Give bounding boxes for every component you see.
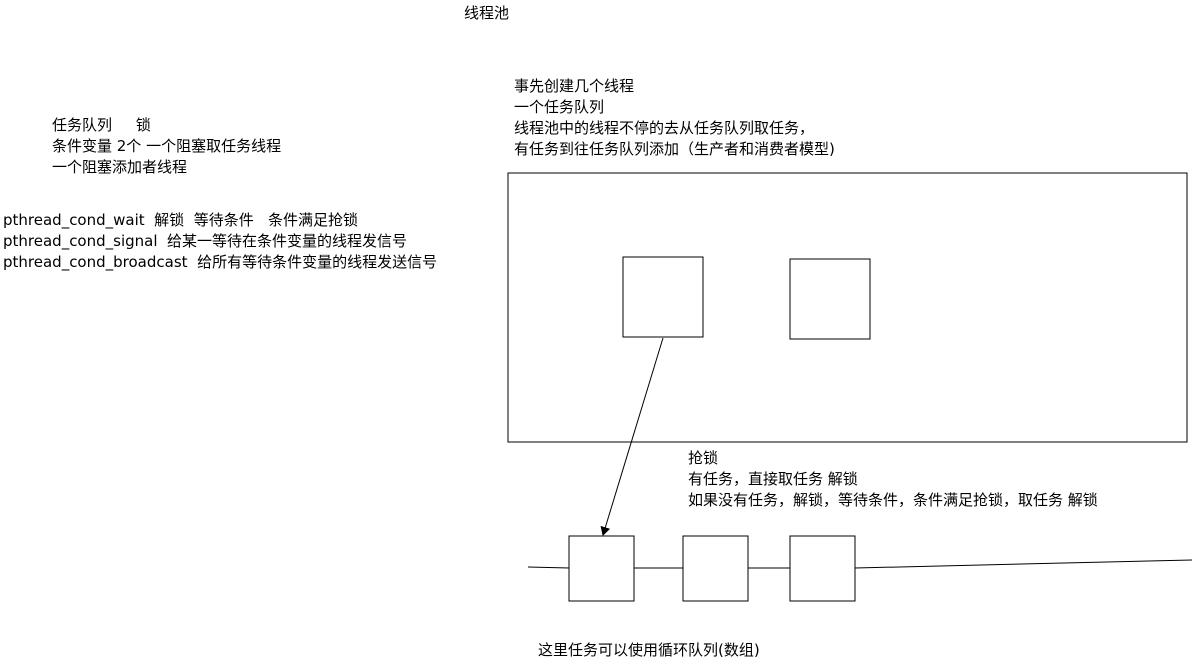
description-line: 事先创建几个线程 [514, 77, 635, 95]
page-title: 线程池 [464, 4, 510, 22]
queue-note-line: 一个阻塞添加者线程 [52, 158, 188, 176]
lock-notes: 抢锁 有任务，直接取任务 解锁 如果没有任务，解锁，等待条件，条件满足抢锁，取任… [688, 448, 1098, 511]
queue-slot-3 [789, 535, 856, 602]
api-notes: pthread_cond_wait 解锁 等待条件 条件满足抢锁 pthread… [3, 210, 437, 273]
thread-pool-box [507, 172, 1188, 443]
api-note-line: pthread_cond_signal 给某一等待在条件变量的线程发信号 [3, 232, 408, 250]
thread-box-2 [789, 258, 871, 340]
description-line: 线程池中的线程不停的去从任务队列取任务， [514, 119, 815, 137]
circular-queue-note: 这里任务可以使用循环队列(数组) [538, 641, 760, 659]
api-note-line: pthread_cond_wait 解锁 等待条件 条件满足抢锁 [3, 211, 359, 229]
lock-note-line: 抢锁 [688, 449, 719, 467]
take-task-arrow [600, 337, 664, 536]
lock-note-line: 有任务，直接取任务 解锁 [688, 470, 858, 488]
queue-line-left [527, 566, 570, 569]
queue-line-right [854, 559, 1193, 569]
queue-note-line: 条件变量 2个 一个阻塞取任务线程 [52, 137, 282, 155]
description-line: 有任务到往任务队列添加（生产者和消费者模型) [514, 140, 835, 158]
api-note-line: pthread_cond_broadcast 给所有等待条件变量的线程发送信号 [3, 253, 438, 271]
queue-notes: 任务队列 锁 条件变量 2个 一个阻塞取任务线程 一个阻塞添加者线程 [52, 115, 281, 178]
lock-note-line: 如果没有任务，解锁，等待条件，条件满足抢锁，取任务 解锁 [688, 491, 1098, 509]
queue-slot-2 [682, 535, 749, 602]
queue-note-line: 任务队列 锁 [52, 116, 151, 134]
queue-slot-1 [568, 535, 635, 602]
thread-box-1 [622, 256, 704, 338]
description-line: 一个任务队列 [514, 98, 605, 116]
thread-pool-description: 事先创建几个线程 一个任务队列 线程池中的线程不停的去从任务队列取任务， 有任务… [514, 76, 835, 160]
